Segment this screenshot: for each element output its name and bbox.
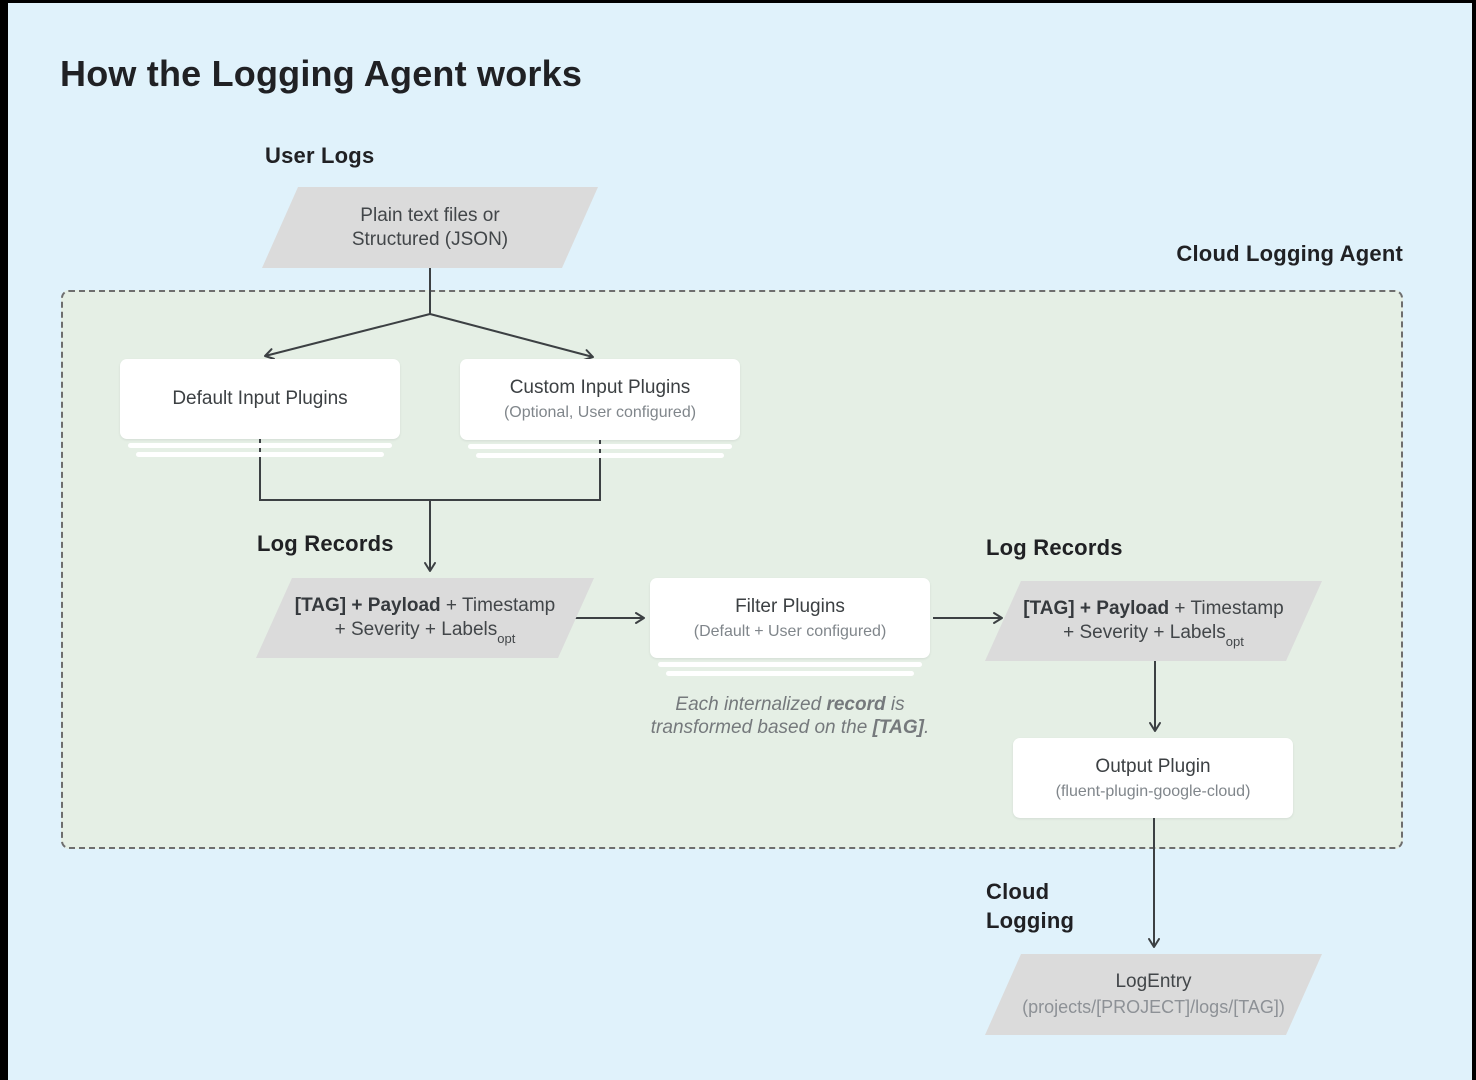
opt-subscript: opt — [497, 630, 516, 646]
user-logs-source-line1: Plain text files or — [360, 204, 500, 226]
log-entry-title: LogEntry — [1115, 971, 1192, 992]
custom-input-plugins-subtitle: (Optional, User configured) — [503, 404, 697, 421]
user-logs-source-parallelogram: Plain text files or Structured (JSON) — [262, 187, 598, 268]
cloud-logging-label-line1: Cloud — [986, 879, 1050, 904]
filter-note-line2-post: . — [923, 717, 930, 738]
page-title: How the Logging Agent works — [60, 53, 583, 94]
filter-plugins-node: Filter Plugins (Default + User configure… — [650, 578, 930, 658]
opt-subscript: opt — [1225, 633, 1244, 649]
cloud-logging-label-line2: Logging — [986, 908, 1075, 933]
filter-plugins-title: Filter Plugins — [735, 595, 845, 617]
default-input-stack-bar-2 — [136, 452, 384, 457]
log-record-left-parallelogram: [TAG] + Payload + Timestamp + Severity +… — [256, 578, 594, 658]
user-logs-source-line2: Structured (JSON) — [351, 228, 509, 250]
log-record-right-bold: [TAG] + Payload — [1023, 598, 1170, 619]
filter-plugins-stack-bar-2 — [666, 671, 914, 676]
filter-note-line1-bold: record — [826, 694, 886, 715]
cloud-logging-agent-label: Cloud Logging Agent — [1176, 241, 1403, 266]
filter-note-line2-pre: transformed based on the — [650, 717, 873, 738]
log-record-left-line2: + Severity + Labelsopt — [335, 618, 516, 642]
log-records-right-label: Log Records — [986, 535, 1123, 560]
log-records-left-label: Log Records — [257, 531, 394, 556]
log-entry-parallelogram: LogEntry (projects/[PROJECT]/logs/[TAG]) — [985, 954, 1322, 1035]
log-record-left-bold: [TAG] + Payload — [294, 595, 441, 616]
filter-plugins-subtitle: (Default + User configured) — [693, 622, 887, 640]
output-plugin-node: Output Plugin (fluent-plugin-google-clou… — [1013, 738, 1293, 818]
log-record-right-rest: + Timestamp — [1169, 598, 1284, 619]
log-record-right-parallelogram: [TAG] + Payload + Timestamp + Severity +… — [985, 581, 1322, 661]
log-record-left-line2-text: + Severity + Labels — [334, 619, 498, 640]
log-entry-subtitle: (projects/[PROJECT]/logs/[TAG]) — [1022, 997, 1285, 1017]
log-record-right-line1: [TAG] + Payload + Timestamp — [1023, 597, 1283, 621]
filter-plugins-stack-bar-1 — [658, 662, 922, 667]
filter-note-line1: Each internalized record is — [625, 693, 955, 716]
default-input-plugins-title: Default Input Plugins — [172, 388, 348, 409]
custom-input-plugins-title: Custom Input Plugins — [509, 377, 691, 398]
log-record-right-line2: + Severity + Labelsopt — [1063, 621, 1244, 645]
filter-note-line2-bold: [TAG] — [872, 717, 924, 738]
cloud-logging-label: Cloud Logging — [986, 877, 1074, 935]
log-record-left-rest: + Timestamp — [440, 595, 556, 616]
output-plugin-subtitle: (fluent-plugin-google-cloud) — [1055, 782, 1251, 800]
filter-note-line1-post: is — [885, 694, 905, 715]
default-input-plugins-node: Default Input Plugins — [120, 359, 400, 439]
custom-input-stack-bar-1 — [468, 444, 732, 449]
custom-input-stack-bar-2 — [476, 453, 724, 458]
custom-input-plugins-node: Custom Input Plugins (Optional, User con… — [460, 359, 740, 440]
filter-note-line2: transformed based on the [TAG]. — [625, 716, 955, 739]
filter-note-line1-pre: Each internalized — [675, 694, 827, 715]
log-record-left-line1: [TAG] + Payload + Timestamp — [295, 594, 555, 618]
user-logs-label: User Logs — [265, 143, 375, 168]
default-input-stack-bar-1 — [128, 443, 392, 448]
filter-note: Each internalized record is transformed … — [625, 693, 955, 739]
log-record-right-line2-text: + Severity + Labels — [1063, 622, 1226, 643]
output-plugin-title: Output Plugin — [1095, 755, 1211, 777]
